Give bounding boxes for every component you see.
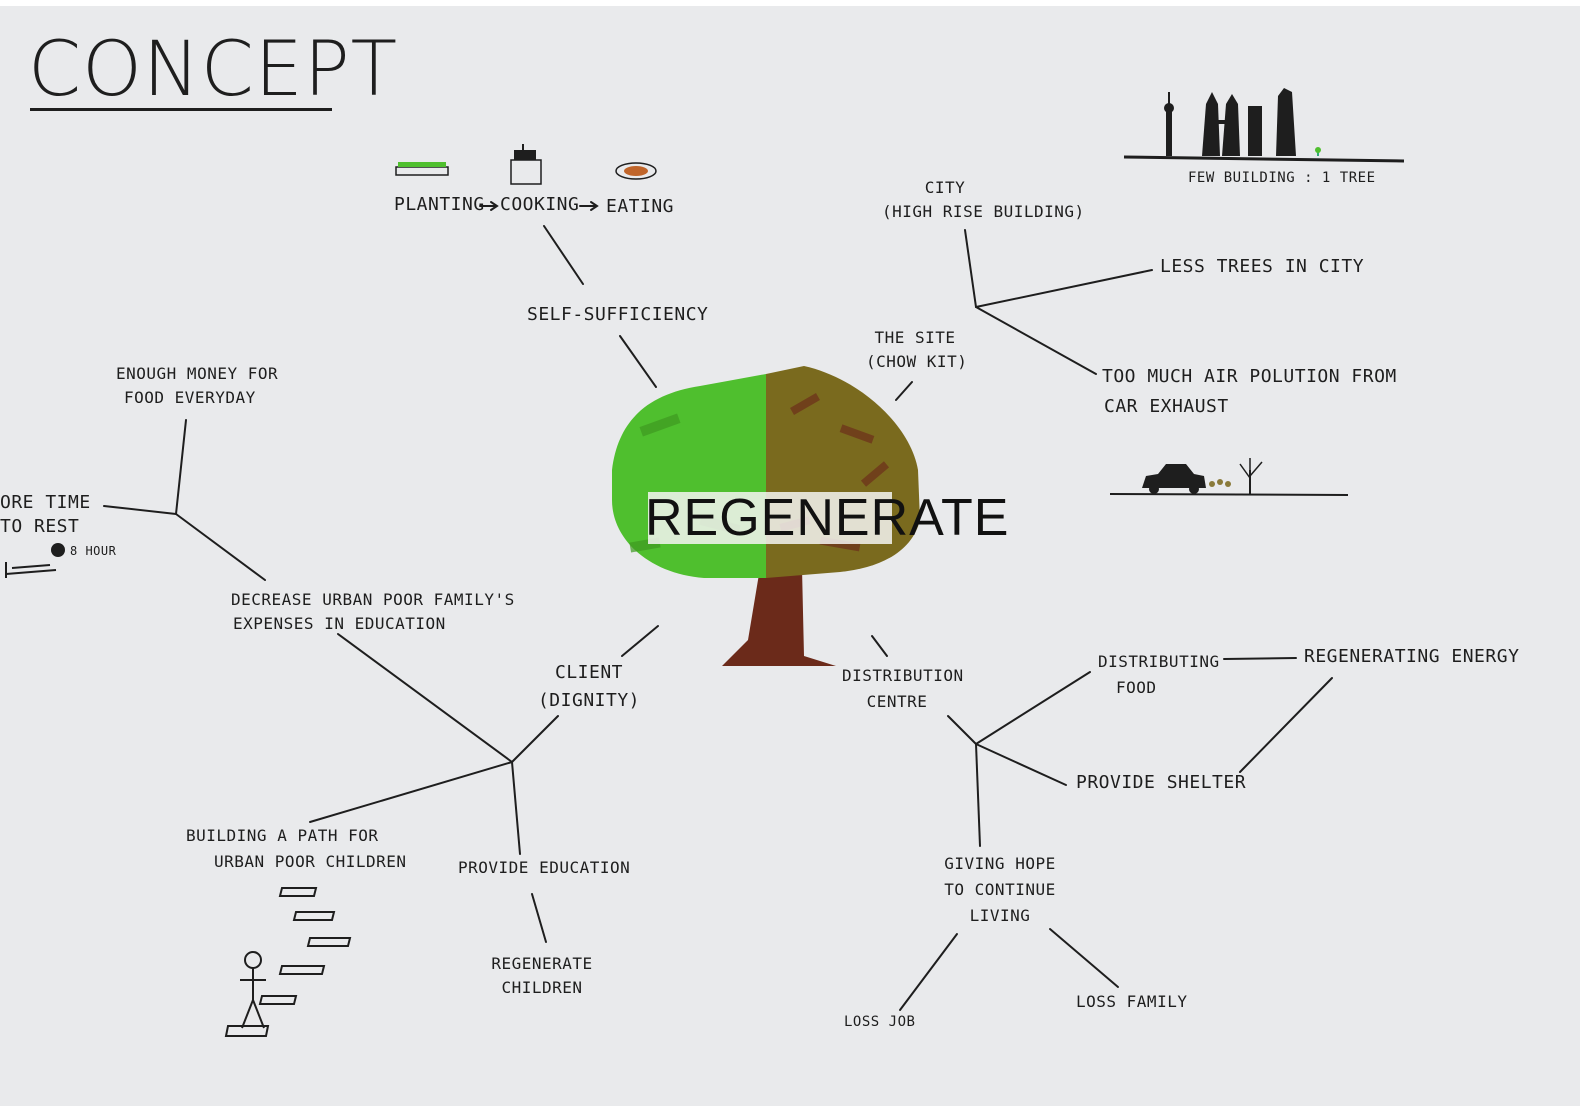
client-line-1: CLIENT — [554, 662, 624, 683]
stairs-child-sketch — [224, 887, 352, 1037]
page-title: CONCEPT — [28, 24, 399, 113]
line-energy-shelter — [1239, 677, 1333, 773]
distributing-food-line-1: DISTRIBUTING — [1098, 652, 1220, 671]
pollution-line-1: TOO MUCH AIR POLUTION FROM — [1102, 366, 1397, 387]
decrease-expenses-line-1: DECREASE URBAN POOR FAMILY'S — [231, 590, 515, 609]
path-line-2: URBAN POOR CHILDREN — [214, 852, 407, 871]
skyline-caption: FEW BUILDING : 1 TREE — [1188, 170, 1376, 186]
moon-icon — [51, 543, 65, 557]
provide-education-label: PROVIDE EDUCATION — [458, 858, 631, 877]
path-line-1: BUILDING A PATH FOR — [186, 826, 379, 845]
distribution-line-1: DISTRIBUTION — [842, 666, 964, 685]
city-line-1: CITY — [924, 178, 966, 197]
hope-line-3: LIVING — [969, 906, 1031, 925]
line-decrease-hub — [175, 513, 266, 581]
client-line-2: (DIGNITY) — [537, 690, 641, 711]
provide-shelter-label: PROVIDE SHELTER — [1076, 772, 1247, 793]
line-education — [511, 761, 521, 855]
cooking-icon — [510, 144, 542, 185]
eating-icon — [615, 162, 657, 180]
line-steps-self — [543, 225, 584, 285]
skyline-sketch — [1123, 88, 1405, 163]
line-center-site — [895, 381, 913, 401]
title-underline — [30, 108, 332, 111]
regenerating-energy-label: REGENERATING ENERGY — [1304, 646, 1520, 667]
central-concept: REGENERATE — [645, 489, 1010, 547]
less-trees-label: LESS TREES IN CITY — [1160, 256, 1365, 277]
top-border — [0, 0, 1580, 6]
arrowhead-2 — [590, 201, 599, 211]
line-self-center — [619, 335, 657, 388]
line-decrease — [337, 633, 513, 763]
hope-line-1: GIVING HOPE — [944, 854, 1056, 873]
step-eating: EATING — [606, 196, 675, 217]
line-less-trees — [975, 269, 1153, 308]
regenerate-children-line-2: CHILDREN — [501, 978, 583, 997]
decrease-expenses-line-2: EXPENSES IN EDUCATION — [233, 614, 446, 633]
loss-job-label: LOSS JOB — [844, 1014, 916, 1030]
line-money — [175, 419, 187, 515]
line-rest — [103, 505, 177, 515]
sleep-hours: 8 HOUR — [70, 544, 117, 558]
line-loss-job — [899, 933, 958, 1011]
site-label-line-1: THE SITE — [874, 328, 956, 347]
line-city — [964, 229, 977, 308]
step-cooking: COOKING — [500, 194, 580, 215]
line-pollution — [975, 306, 1097, 375]
line-food-energy — [1223, 657, 1297, 660]
line-distributing — [975, 671, 1091, 745]
distributing-food-line-2: FOOD — [1116, 678, 1157, 697]
step-planting: PLANTING — [394, 194, 485, 215]
distribution-line-2: CENTRE — [866, 692, 928, 711]
loss-family-label: LOSS FAMILY — [1076, 992, 1188, 1011]
line-shelter — [975, 743, 1067, 786]
line-regen-children — [531, 893, 547, 943]
line-path — [309, 761, 513, 823]
city-line-2: (HIGH RISE BUILDING) — [882, 202, 1085, 221]
line-dist-hub — [947, 715, 977, 745]
site-label-line-2: (CHOW KIT) — [866, 352, 968, 371]
car-exhaust-sketch — [1109, 458, 1349, 496]
line-center-dist — [871, 635, 888, 657]
money-line-2: FOOD EVERYDAY — [124, 388, 256, 407]
bottom-border — [0, 1106, 1580, 1116]
regenerate-children-line-1: REGENERATE — [491, 954, 593, 973]
line-loss-family — [1049, 928, 1119, 988]
line-client-hub — [511, 715, 559, 763]
money-line-1: ENOUGH MONEY FOR — [116, 364, 279, 383]
arrowhead-1 — [490, 201, 499, 211]
rest-line-2: TO REST — [0, 516, 80, 537]
pollution-line-2: CAR EXHAUST — [1104, 396, 1229, 417]
rest-line-1: ORE TIME — [0, 492, 91, 513]
regenerate-tree — [612, 366, 920, 666]
line-center-client — [621, 625, 659, 657]
line-hope — [975, 743, 981, 847]
planting-icon — [395, 162, 449, 176]
bed-icon — [5, 543, 65, 578]
hope-line-2: TO CONTINUE — [944, 880, 1056, 899]
self-sufficiency-label: SELF-SUFFICIENCY — [527, 304, 709, 325]
